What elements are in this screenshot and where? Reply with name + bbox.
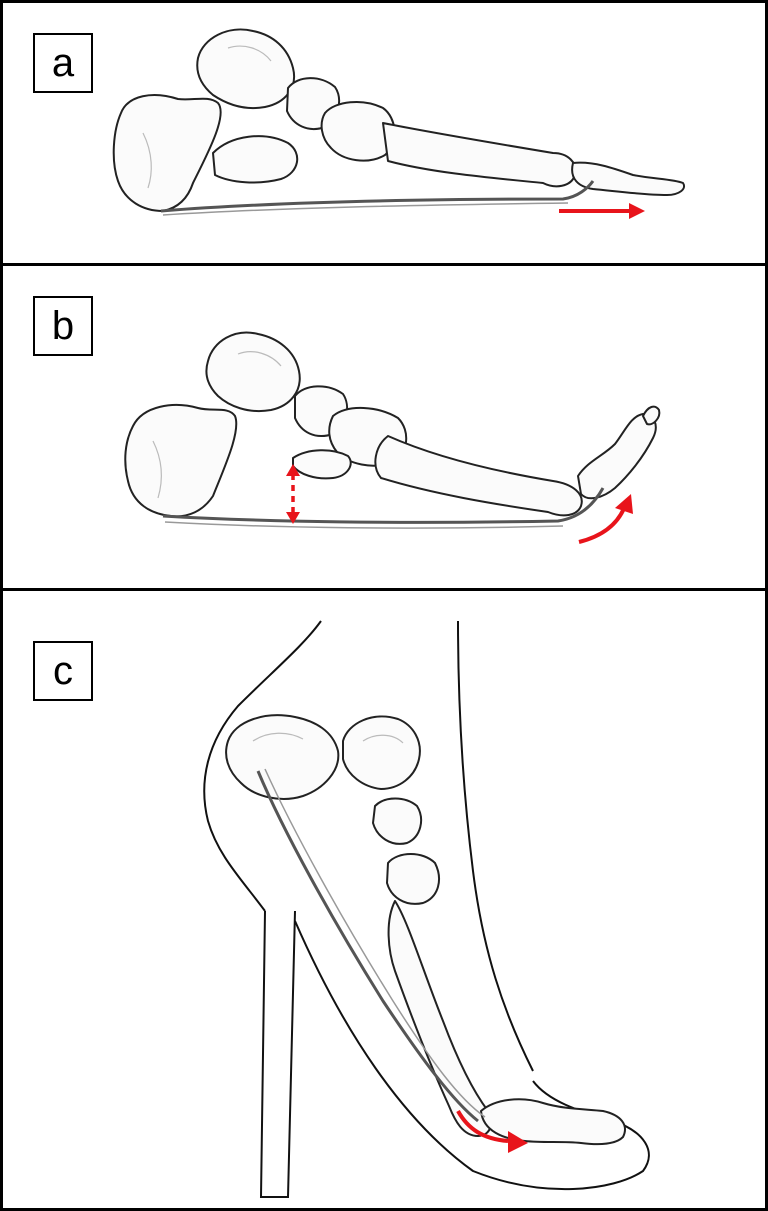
cuboid-bone (213, 136, 297, 182)
forward-arrow-head (629, 203, 645, 219)
calcaneus-bone (114, 95, 221, 211)
shoe-sole (295, 921, 649, 1189)
cuboid-bone (293, 450, 351, 478)
leg-outline-front (458, 621, 533, 1071)
foot-in-high-heel-illustration (3, 591, 765, 1208)
toe-phalanges (572, 163, 684, 195)
talus-bone (206, 333, 299, 412)
foot-illustration-flat (3, 3, 765, 263)
metatarsal-bone (375, 436, 581, 515)
toe-phalanges (578, 414, 656, 498)
panel-b: b (0, 263, 768, 591)
talus-bone (197, 30, 294, 109)
shoe-heel (261, 911, 295, 1197)
cuneiform-bone (387, 854, 439, 904)
toe-phalanges (481, 1099, 625, 1144)
panel-c: c (0, 588, 768, 1211)
foot-illustration-arched (3, 266, 765, 588)
talus-bone (343, 716, 420, 789)
toe-extension-arrow-head (615, 494, 633, 514)
panel-a: a (0, 0, 768, 266)
calcaneus-bone (226, 715, 338, 799)
toe-extension-arrow (579, 506, 625, 542)
navicular-bone (373, 799, 421, 844)
calcaneus-bone (125, 405, 236, 516)
metatarsal-bone (383, 123, 576, 186)
